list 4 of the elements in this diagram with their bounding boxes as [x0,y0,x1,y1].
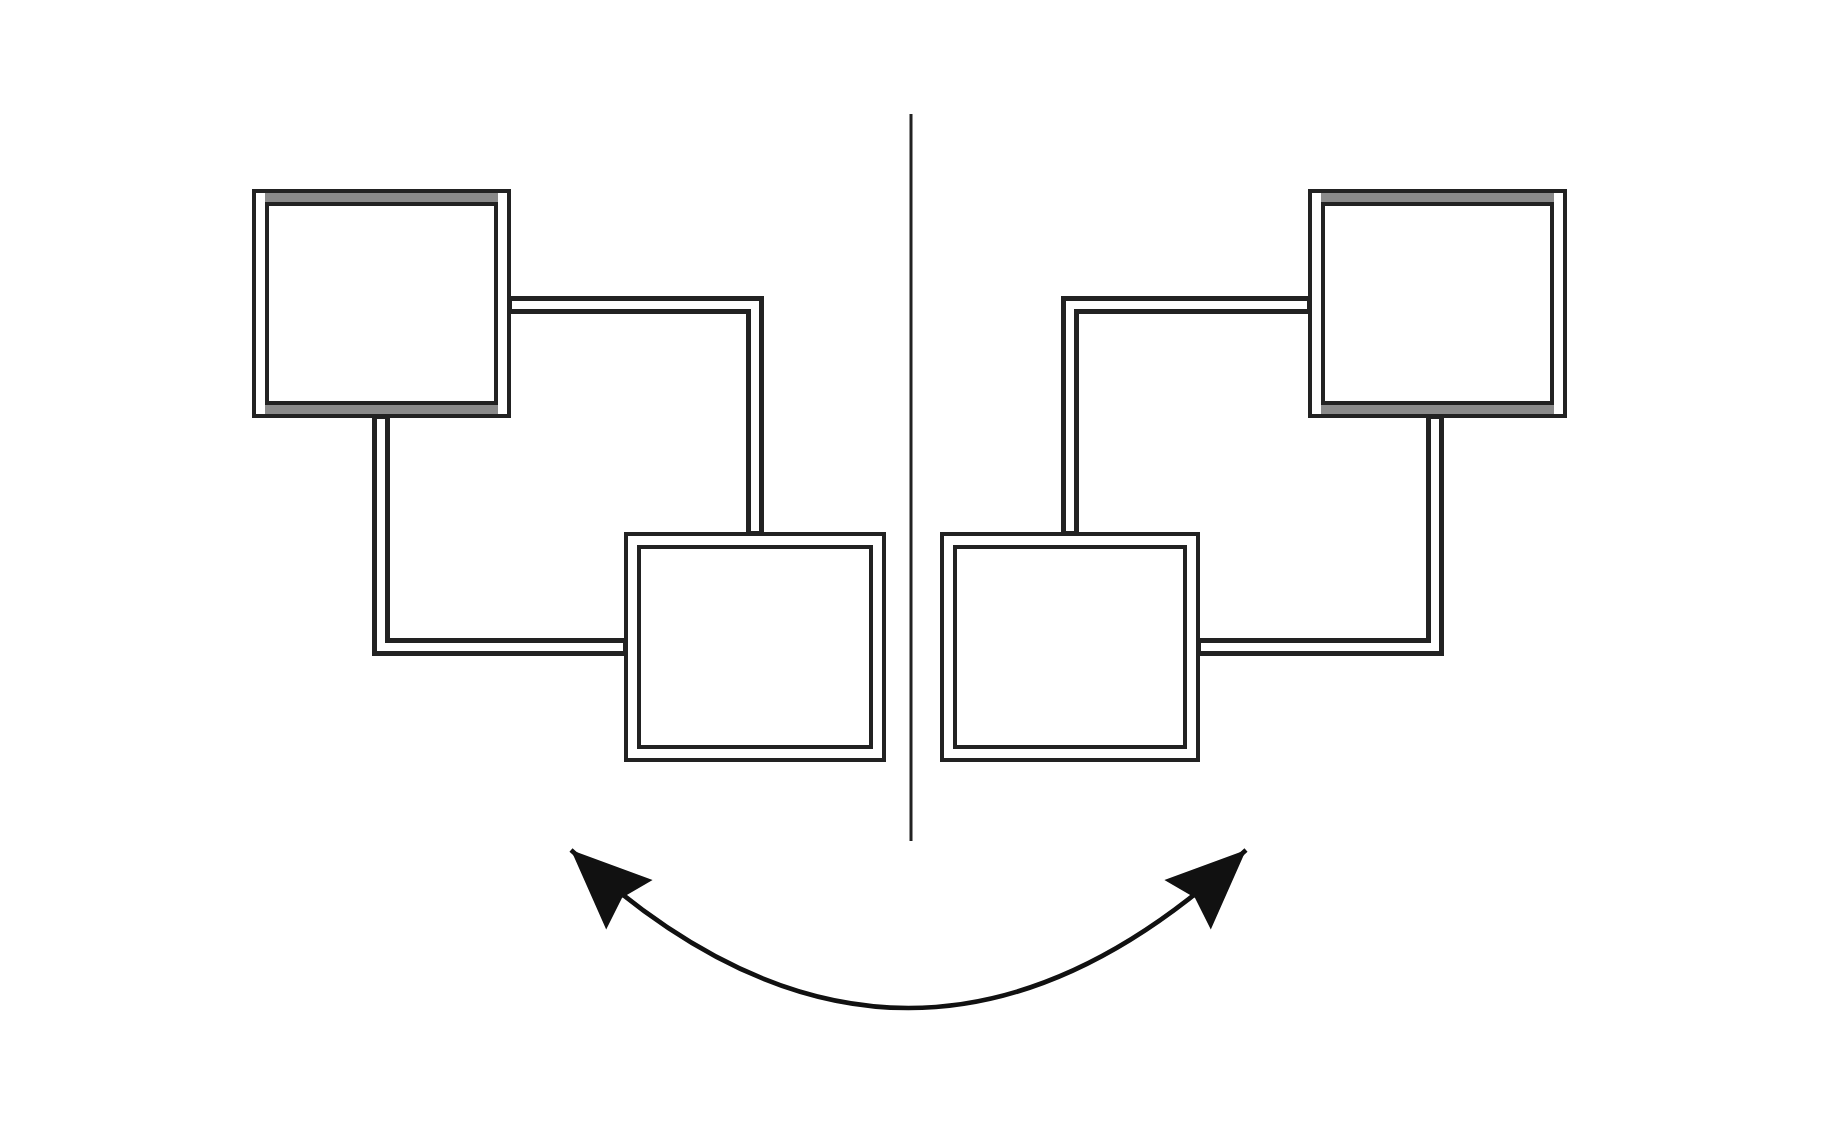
double-frame-box [252,189,511,418]
double-frame-box [940,532,1200,762]
double-frame-box [1308,189,1567,418]
double-frame-box [624,532,886,762]
